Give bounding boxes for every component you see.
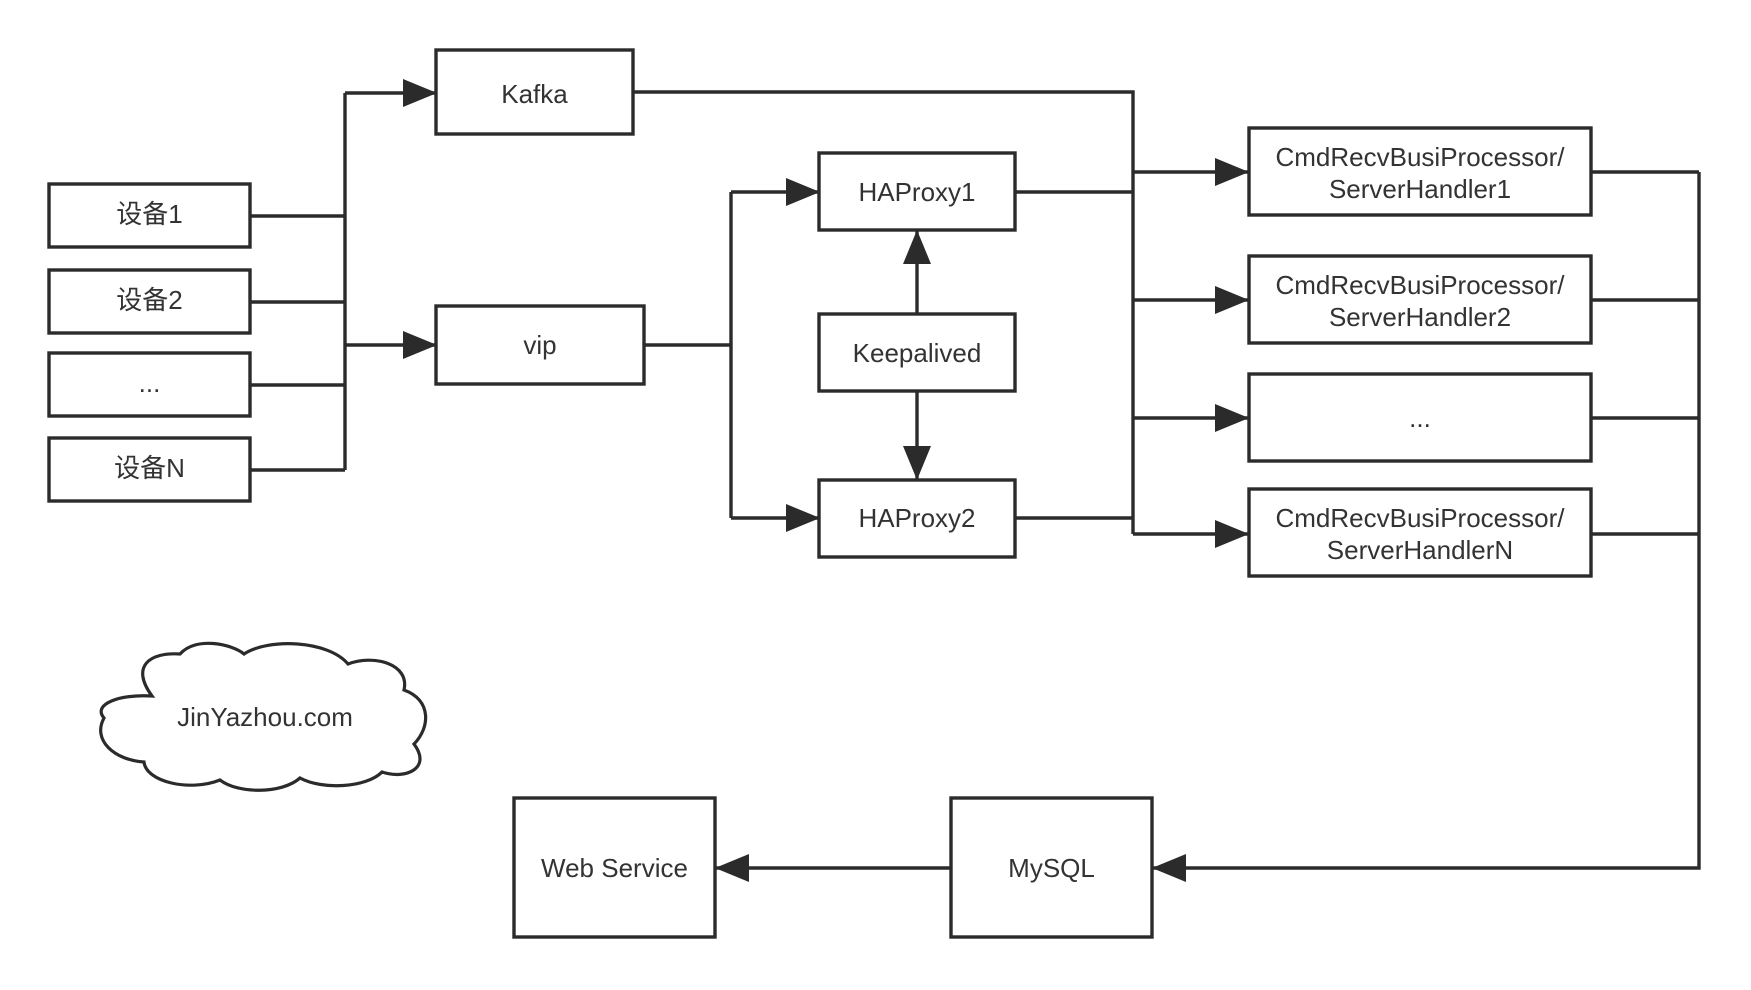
node-handler-more: ... [1247, 372, 1593, 463]
node-haproxy-2-label: HAProxy2 [858, 503, 975, 533]
node-kafka-label: Kafka [501, 79, 568, 109]
node-handler-1-line-1: CmdRecvBusiProcessor/ [1276, 142, 1566, 172]
node-haproxy-1: HAProxy1 [817, 151, 1017, 232]
node-device-1: 设备1 [47, 182, 252, 249]
node-handler-2-line-2: ServerHandler2 [1329, 302, 1511, 332]
node-handler-1: CmdRecvBusiProcessor/ ServerHandler1 [1247, 126, 1593, 217]
node-haproxy-1-label: HAProxy1 [858, 177, 975, 207]
node-mysql-label: MySQL [1008, 853, 1095, 883]
edge-kafka-bus [633, 90, 1135, 534]
node-device-more: ... [47, 351, 252, 418]
node-web-service-label: Web Service [541, 853, 688, 883]
node-web-service: Web Service [512, 796, 717, 939]
node-handler-more-label: ... [1409, 403, 1431, 433]
node-kafka: Kafka [434, 48, 635, 136]
node-vip: vip [434, 304, 646, 386]
node-handler-2: CmdRecvBusiProcessor/ ServerHandler2 [1247, 254, 1593, 345]
connectors [250, 79, 1701, 882]
node-handler-1-line-2: ServerHandler1 [1329, 174, 1511, 204]
node-device-more-label: ... [139, 368, 161, 398]
node-handler-n-line-2: ServerHandlerN [1327, 535, 1513, 565]
node-device-2: 设备2 [47, 268, 252, 335]
cloud-shape [99, 641, 428, 792]
node-handler-n-line-1: CmdRecvBusiProcessor/ [1276, 503, 1566, 533]
node-handler-2-line-1: CmdRecvBusiProcessor/ [1276, 270, 1566, 300]
node-handler-n: CmdRecvBusiProcessor/ ServerHandlerN [1247, 487, 1593, 578]
node-mysql: MySQL [949, 796, 1154, 939]
watermark-cloud: JinYazhou.com [99, 641, 428, 792]
watermark-text: JinYazhou.com [177, 702, 353, 732]
node-keepalived: Keepalived [817, 312, 1017, 393]
node-keepalived-label: Keepalived [853, 338, 982, 368]
node-device-n-label: 设备N [114, 453, 185, 483]
node-vip-label: vip [523, 330, 556, 360]
node-device-2-label: 设备2 [116, 285, 182, 315]
node-device-1-label: 设备1 [116, 199, 182, 229]
node-device-n: 设备N [47, 436, 252, 503]
edge-collector-mysql [1152, 172, 1701, 882]
node-haproxy-2: HAProxy2 [817, 478, 1017, 559]
